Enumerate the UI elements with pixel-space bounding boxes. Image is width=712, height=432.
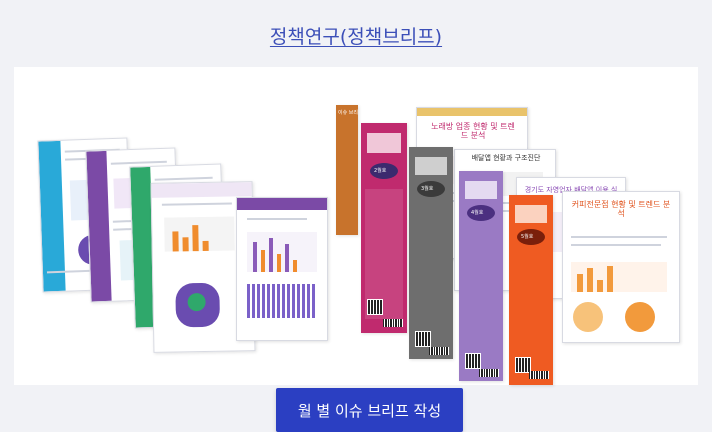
coffee-headline: 커피전문점 현황 및 트렌드 분석: [571, 200, 671, 218]
issue-label: 4월호: [471, 210, 484, 216]
write-monthly-brief-button[interactable]: 월 별 이슈 브리프 작성: [276, 388, 463, 432]
brochure-page: [236, 197, 328, 341]
issue-label: 5월호: [521, 234, 534, 240]
page-title[interactable]: 정책연구(정책브리프): [269, 26, 443, 48]
brief-cover-may: 5월호: [509, 195, 553, 385]
brief-cover-feb: 2월호: [361, 123, 407, 333]
brief-showcase-panel: 노래방 업종 현황 및 트렌드 분석 배달앱 현황과 구조진단 경기도 자영업자…: [14, 67, 698, 432]
delivery-headline: 배달앱 현황과 구조진단: [471, 154, 541, 162]
issue-label: 2월호: [374, 168, 387, 174]
karaoke-headline: 노래방 업종 현황 및 트렌드 분석: [431, 122, 515, 140]
brief-cover-strip: 이슈 브리프: [336, 105, 358, 235]
issue-label: 3월호: [421, 186, 434, 192]
brief-cover-apr: 4월호: [459, 171, 503, 381]
brief-page-coffee: 커피전문점 현황 및 트렌드 분석: [562, 191, 680, 343]
brief-cover-mar: 3월호: [409, 147, 453, 359]
